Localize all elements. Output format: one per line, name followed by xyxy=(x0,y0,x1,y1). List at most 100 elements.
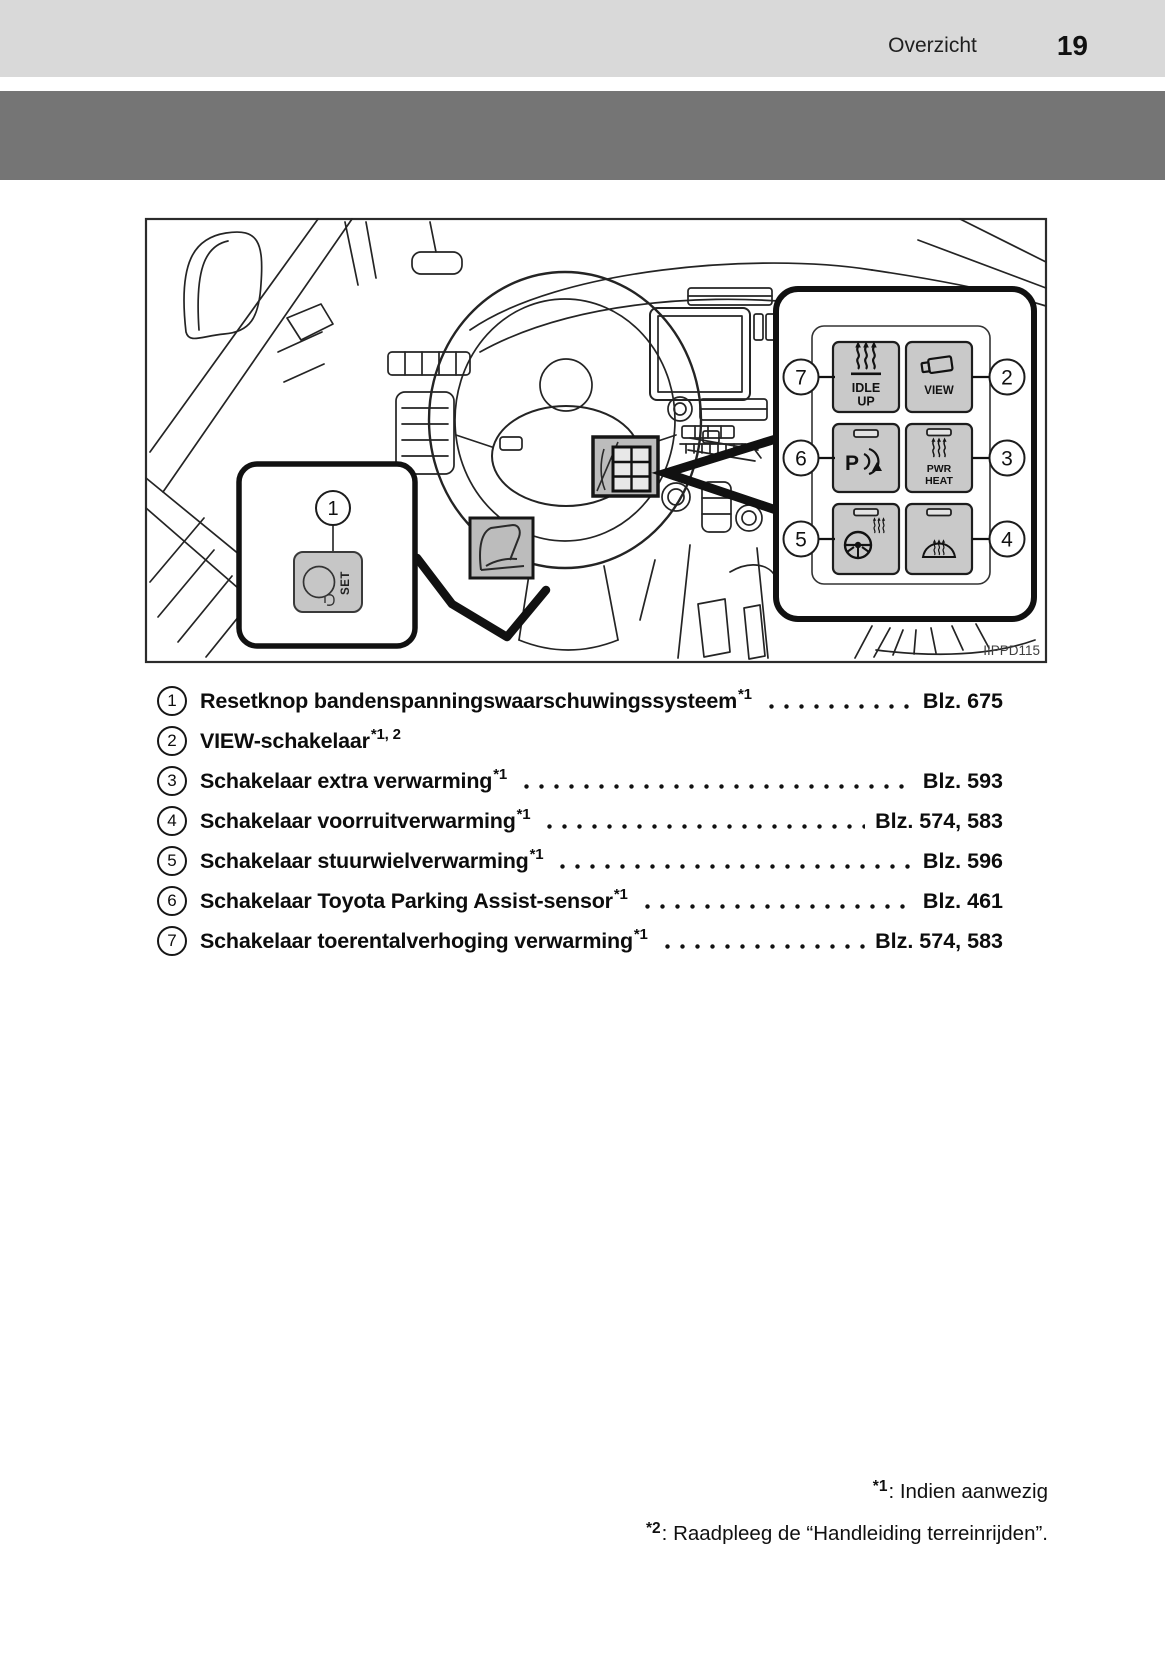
footnote-marker: *1 xyxy=(613,885,628,903)
inset-pointer xyxy=(412,553,551,642)
svg-text:IDLE: IDLE xyxy=(852,381,880,395)
callout-circle-7 xyxy=(782,358,820,396)
dash-vent xyxy=(387,351,471,376)
svg-text:PWR: PWR xyxy=(927,463,952,475)
svg-text:3: 3 xyxy=(1001,448,1013,471)
svg-text:7: 7 xyxy=(795,367,807,390)
callout-circle-2 xyxy=(988,358,1026,396)
rearview-mirror xyxy=(411,251,463,275)
footnote-marker: *1 xyxy=(633,925,648,943)
footnote-marker: *1 xyxy=(529,845,544,863)
legend-label: VIEW-schakelaar*1, 2 xyxy=(200,725,401,753)
svg-text:UP: UP xyxy=(857,395,874,409)
dot-leader xyxy=(639,903,913,910)
side-mirror xyxy=(183,231,263,340)
center-screen xyxy=(649,287,776,401)
page-header: Overzicht 19 xyxy=(0,0,1165,77)
camera-icon xyxy=(920,355,954,375)
footnote-marker: *2 xyxy=(646,1520,661,1537)
legend-number-circle: 4 xyxy=(157,806,187,836)
brake-pedal xyxy=(697,598,731,658)
legend-item: 7 Schakelaar toerentalverhoging verwarmi… xyxy=(157,926,1003,956)
windshield-defrost-switch xyxy=(904,502,974,576)
legend-item: 4 Schakelaar voorruitverwarming*1 Blz. 5… xyxy=(157,806,1003,836)
dot-leader xyxy=(518,783,913,790)
footnote-marker: *1 xyxy=(738,685,752,703)
legend-number-circle: 2 xyxy=(157,726,187,756)
sonar-waves-icon xyxy=(863,447,880,476)
location-box-reset-button xyxy=(468,516,535,580)
tpms-icon xyxy=(324,594,335,606)
legend-label: Schakelaar toerentalverhoging verwarming… xyxy=(200,925,648,953)
rearview-mirror-stem xyxy=(429,221,437,253)
legend-item: 6 Schakelaar Toyota Parking Assist-senso… xyxy=(157,886,1003,916)
footnote-marker: *1 xyxy=(872,1478,888,1495)
accelerator-pedal xyxy=(743,604,766,660)
legend-item: 3 Schakelaar extra verwarming*1 Blz. 593 xyxy=(157,766,1003,796)
dashboard-figure: 1 SET IDLE UP xyxy=(144,217,1048,664)
callout-number-1: 1 xyxy=(327,498,338,520)
footnote-marker: *1 xyxy=(516,805,531,823)
page-reference: Blz. 596 xyxy=(922,848,1003,873)
view-switch: VIEW xyxy=(904,340,974,414)
dot-leader xyxy=(763,703,913,710)
page-reference: Blz. 574, 583 xyxy=(875,928,1003,953)
legend-number-circle: 3 xyxy=(157,766,187,796)
dot-leader xyxy=(555,863,913,870)
svg-text:2: 2 xyxy=(1001,367,1013,390)
switch-panel-callout: IDLE UP VIEW P xyxy=(773,286,1037,622)
chapter-band xyxy=(0,91,1165,180)
idle-up-switch: IDLE UP xyxy=(831,340,901,414)
panel-pointer xyxy=(651,433,781,516)
location-box-switch-panel xyxy=(591,435,660,498)
callout-circle-6 xyxy=(782,439,820,477)
legend-item: 1 Resetknop bandenspanningswaarschuwings… xyxy=(157,686,1003,716)
svg-text:6: 6 xyxy=(795,448,807,471)
dot-leader xyxy=(542,823,866,830)
footnote-1: *1: Indien aanwezig xyxy=(872,1478,1048,1503)
inset-callout-box: 1 SET xyxy=(236,461,418,649)
defrost-icon xyxy=(921,538,957,558)
legend-label: Schakelaar Toyota Parking Assist-sensor*… xyxy=(200,885,628,913)
svg-text:4: 4 xyxy=(1001,529,1013,552)
callout-circle-4 xyxy=(988,520,1026,558)
page-reference: Blz. 675 xyxy=(922,688,1003,713)
footnote-marker: *1, 2 xyxy=(370,725,401,743)
figure-code: IIPPD115 xyxy=(983,643,1040,658)
legend-label: Schakelaar voorruitverwarming*1 xyxy=(200,805,531,833)
legend-number-circle: 1 xyxy=(157,686,187,716)
svg-text:5: 5 xyxy=(795,529,807,552)
parking-p-label: P xyxy=(845,452,859,475)
tpms-reset-button: SET xyxy=(293,551,363,613)
legend-number-circle: 5 xyxy=(157,846,187,876)
callout-circle-1 xyxy=(315,490,351,526)
callout-circle-5 xyxy=(782,520,820,558)
footnotes: *1: Indien aanwezig *2: Raadpleeg de “Ha… xyxy=(646,1472,1048,1556)
svg-text:VIEW: VIEW xyxy=(924,385,954,397)
legend-item: 5 Schakelaar stuurwielverwarming*1 Blz. … xyxy=(157,846,1003,876)
parking-assist-switch: P xyxy=(831,422,901,494)
legend-item: 2 VIEW-schakelaar*1, 2 xyxy=(157,726,1003,756)
legend-label: Resetknop bandenspanningswaarschuwingssy… xyxy=(200,685,752,713)
set-label: SET xyxy=(340,571,352,595)
svg-text:HEAT: HEAT xyxy=(925,475,953,487)
page-reference: Blz. 593 xyxy=(922,768,1003,793)
legend-label: Schakelaar stuurwielverwarming*1 xyxy=(200,845,544,873)
legend-list: 1 Resetknop bandenspanningswaarschuwings… xyxy=(157,686,1003,966)
page-reference: Blz. 574, 583 xyxy=(875,808,1003,833)
page-number: 19 xyxy=(1056,29,1088,61)
legend-number-circle: 6 xyxy=(157,886,187,916)
dot-leader xyxy=(659,943,866,950)
pwr-heat-switch: PWR HEAT xyxy=(904,422,974,494)
callout-circle-3 xyxy=(988,439,1026,477)
figure-frame xyxy=(144,217,1048,664)
footnote-marker: *1 xyxy=(493,765,507,783)
section-title: Overzicht xyxy=(888,33,977,57)
steering-heater-switch xyxy=(831,502,901,576)
page-reference: Blz. 461 xyxy=(922,888,1003,913)
legend-number-circle: 7 xyxy=(157,926,187,956)
footnote-2: *2: Raadpleeg de “Handleiding terreinrij… xyxy=(646,1520,1048,1545)
legend-label: Schakelaar extra verwarming*1 xyxy=(200,765,507,793)
heated-steering-icon xyxy=(843,530,873,560)
